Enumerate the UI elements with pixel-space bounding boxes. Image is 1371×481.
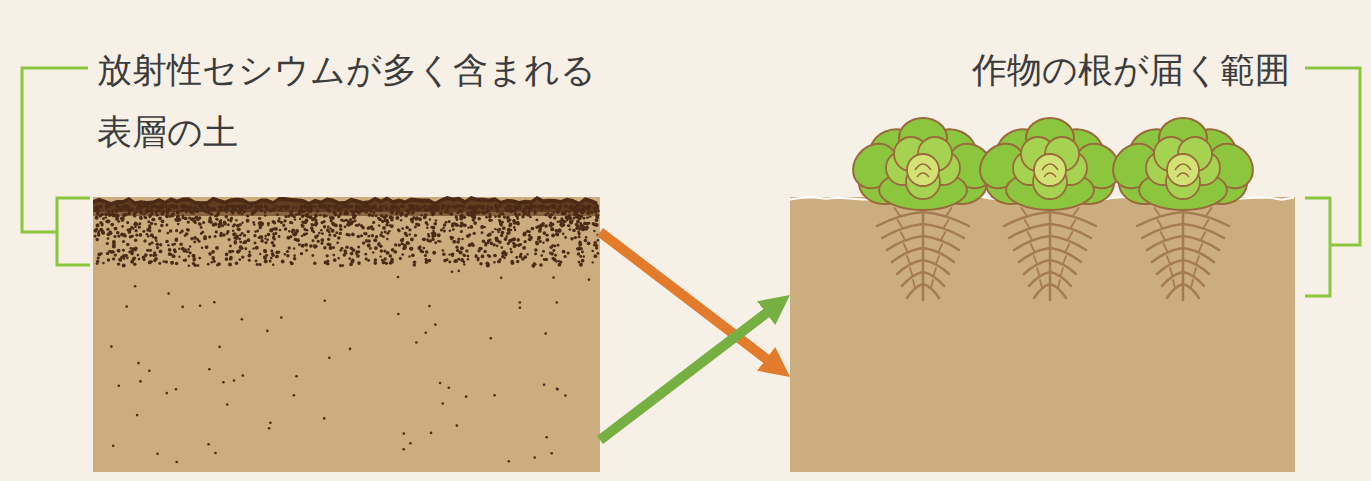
bracket xyxy=(22,68,1360,296)
soil-block xyxy=(93,197,600,472)
transfer-arrow xyxy=(600,307,774,440)
transfer-arrow xyxy=(600,232,774,365)
annotation-label: 放射性セシウムが多く含まれる 表層の土 xyxy=(97,39,637,163)
crop-plant xyxy=(1104,118,1262,300)
surface-layer xyxy=(93,200,600,216)
crop-plant xyxy=(844,118,1002,300)
soil-block-region: 放射性セシウムが多く含まれる 表層の土 xyxy=(93,197,600,472)
crop-plant xyxy=(971,118,1129,300)
soil-block-region: 作物の根が届く範囲 xyxy=(790,197,1295,472)
annotation-label: 作物の根が届く範囲 xyxy=(972,39,1290,101)
soil-block xyxy=(790,197,1295,472)
